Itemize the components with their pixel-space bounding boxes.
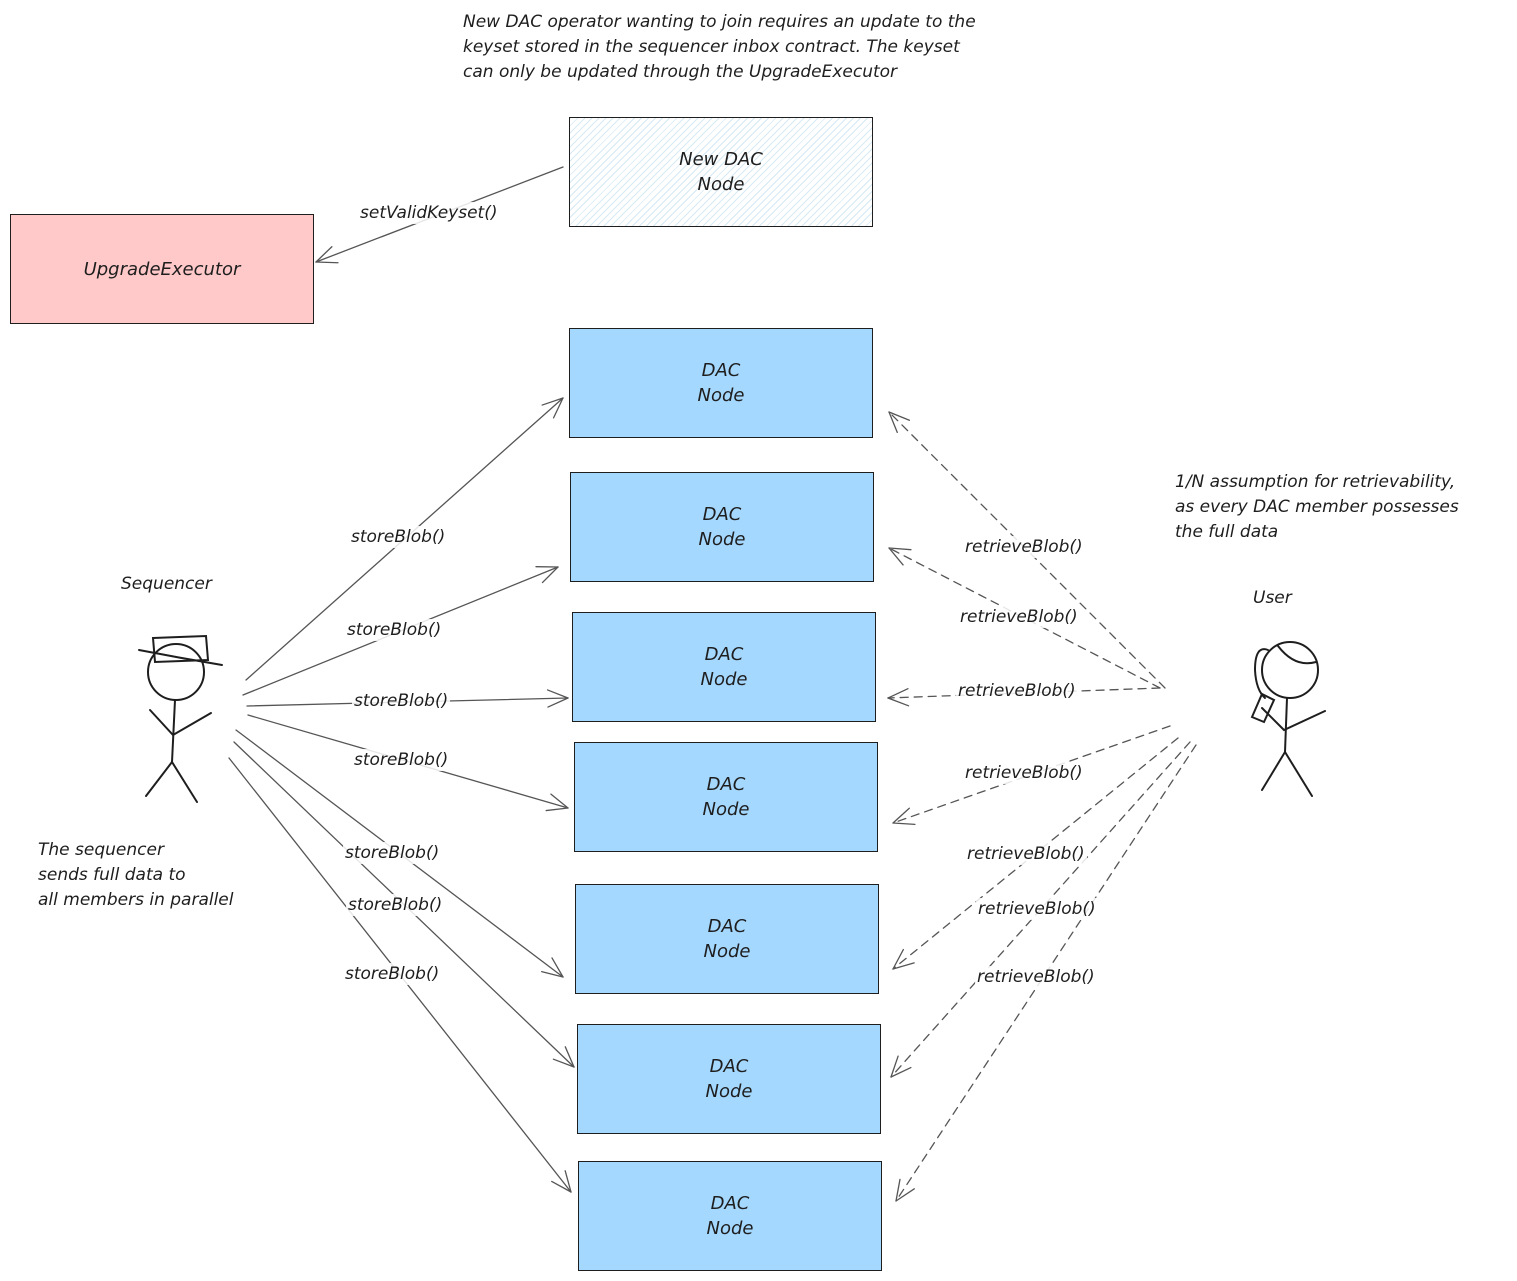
retrieve-blob-label: retrieveBlob() [956, 680, 1078, 702]
retrieve-blob-arrow [888, 547, 1161, 689]
user-note: 1/N assumption for retrievability, as ev… [1175, 472, 1459, 542]
dac-node[interactable]: DAC Node [575, 884, 879, 994]
sequencer-note: The sequencer sends full data to all mem… [38, 840, 234, 910]
dac-node[interactable]: DAC Node [577, 1024, 881, 1134]
retrieve-blob-label: retrieveBlob() [958, 606, 1080, 628]
set-valid-keyset-label: setValidKeyset() [358, 202, 500, 224]
dac-node[interactable]: DAC Node [569, 328, 873, 438]
dac-node[interactable]: DAC Node [570, 472, 874, 582]
new-dac-node[interactable]: New DAC Node [569, 117, 873, 227]
sequencer-figure-icon [138, 634, 223, 803]
retrieve-blob-label: retrieveBlob() [975, 966, 1097, 988]
dac-node[interactable]: DAC Node [572, 612, 876, 722]
user-name: User [1253, 588, 1292, 608]
store-blob-label: storeBlob() [349, 526, 448, 548]
retrieve-blob-label: retrieveBlob() [965, 843, 1087, 865]
user-figure-icon [1250, 641, 1326, 797]
retrieve-blob-label: retrieveBlob() [963, 762, 1085, 784]
retrieve-blob-arrow [887, 687, 1161, 707]
retrieve-blob-label: retrieveBlob() [963, 536, 1085, 558]
retrieve-blob-label: retrieveBlob() [976, 898, 1098, 920]
store-blob-label: storeBlob() [346, 894, 445, 916]
dac-node[interactable]: DAC Node [578, 1161, 882, 1271]
store-blob-label: storeBlob() [343, 963, 442, 985]
store-blob-label: storeBlob() [352, 690, 451, 712]
upgrade-executor-box[interactable]: UpgradeExecutor [10, 214, 314, 324]
store-blob-label: storeBlob() [352, 749, 451, 771]
sequencer-name: Sequencer [121, 574, 212, 594]
store-blob-label: storeBlob() [343, 842, 442, 864]
dac-node[interactable]: DAC Node [574, 742, 878, 852]
top-note: New DAC operator wanting to join require… [463, 12, 976, 82]
retrieve-blob-arrow [888, 411, 1166, 689]
store-blob-label: storeBlob() [345, 619, 444, 641]
